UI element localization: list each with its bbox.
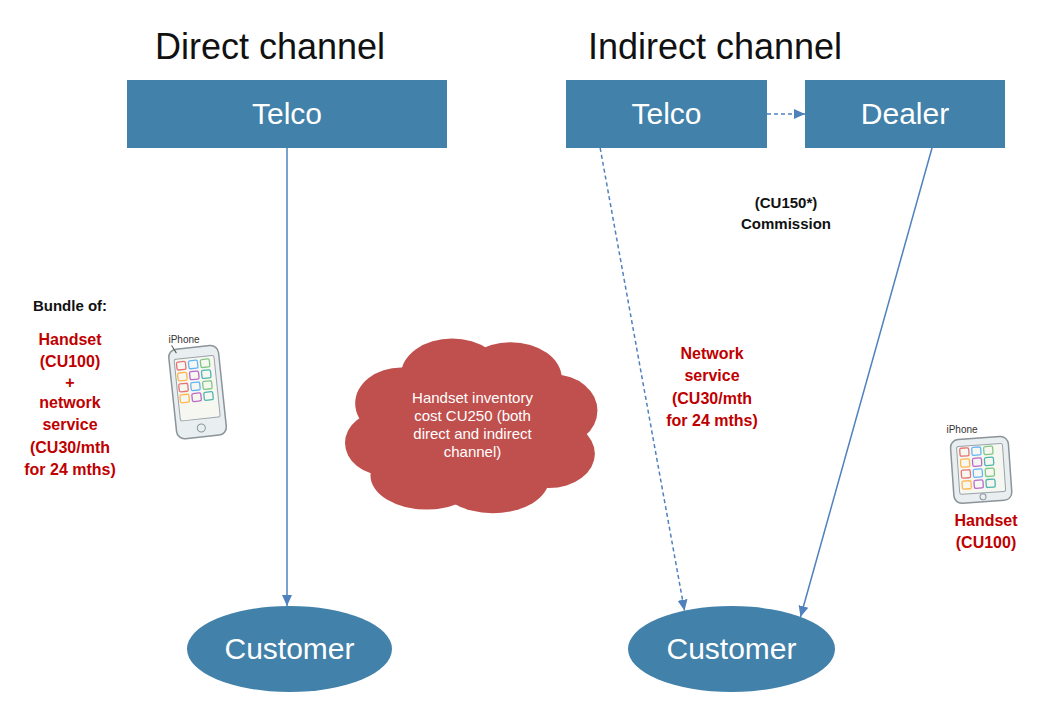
bundle-heading: Bundle of: — [10, 295, 130, 316]
phone-illustration — [168, 341, 228, 440]
node-text: Telco — [252, 96, 322, 132]
commission-label: (CU150*) Commission — [736, 192, 836, 234]
channel-heading: Direct channel — [110, 22, 430, 72]
node-text: Handset inventory cost CU250 (both direc… — [405, 389, 540, 461]
channel-box: Telco — [566, 80, 767, 148]
price-note: Handset (CU100) — [25, 329, 115, 374]
connector — [286, 148, 288, 606]
price-note: Network service (CU30/mth for 24 mths) — [662, 343, 762, 433]
customer-ellipse: Customer — [187, 606, 392, 692]
dashed-connector — [600, 148, 684, 611]
node-text: Telco — [631, 96, 701, 132]
channel-box: Telco — [127, 80, 447, 148]
node-text: Customer — [666, 631, 796, 667]
price-note: + — [25, 372, 115, 394]
price-note: network service (CU30/mth for 24 mths) — [20, 392, 120, 482]
phone-tag: iPhone — [940, 423, 984, 437]
dashed-connector — [767, 113, 805, 115]
phone-illustration — [950, 436, 1012, 504]
channel-heading: Indirect channel — [545, 22, 885, 72]
phone-tag: iPhone — [162, 333, 206, 347]
node-text: Dealer — [861, 96, 949, 132]
channel-box: Dealer — [805, 80, 1005, 148]
cost-cloud: Handset inventory cost CU250 (both direc… — [345, 335, 600, 515]
price-note: Handset (CU100) — [942, 510, 1030, 555]
customer-ellipse: Customer — [628, 606, 835, 692]
node-text: Customer — [224, 631, 354, 667]
